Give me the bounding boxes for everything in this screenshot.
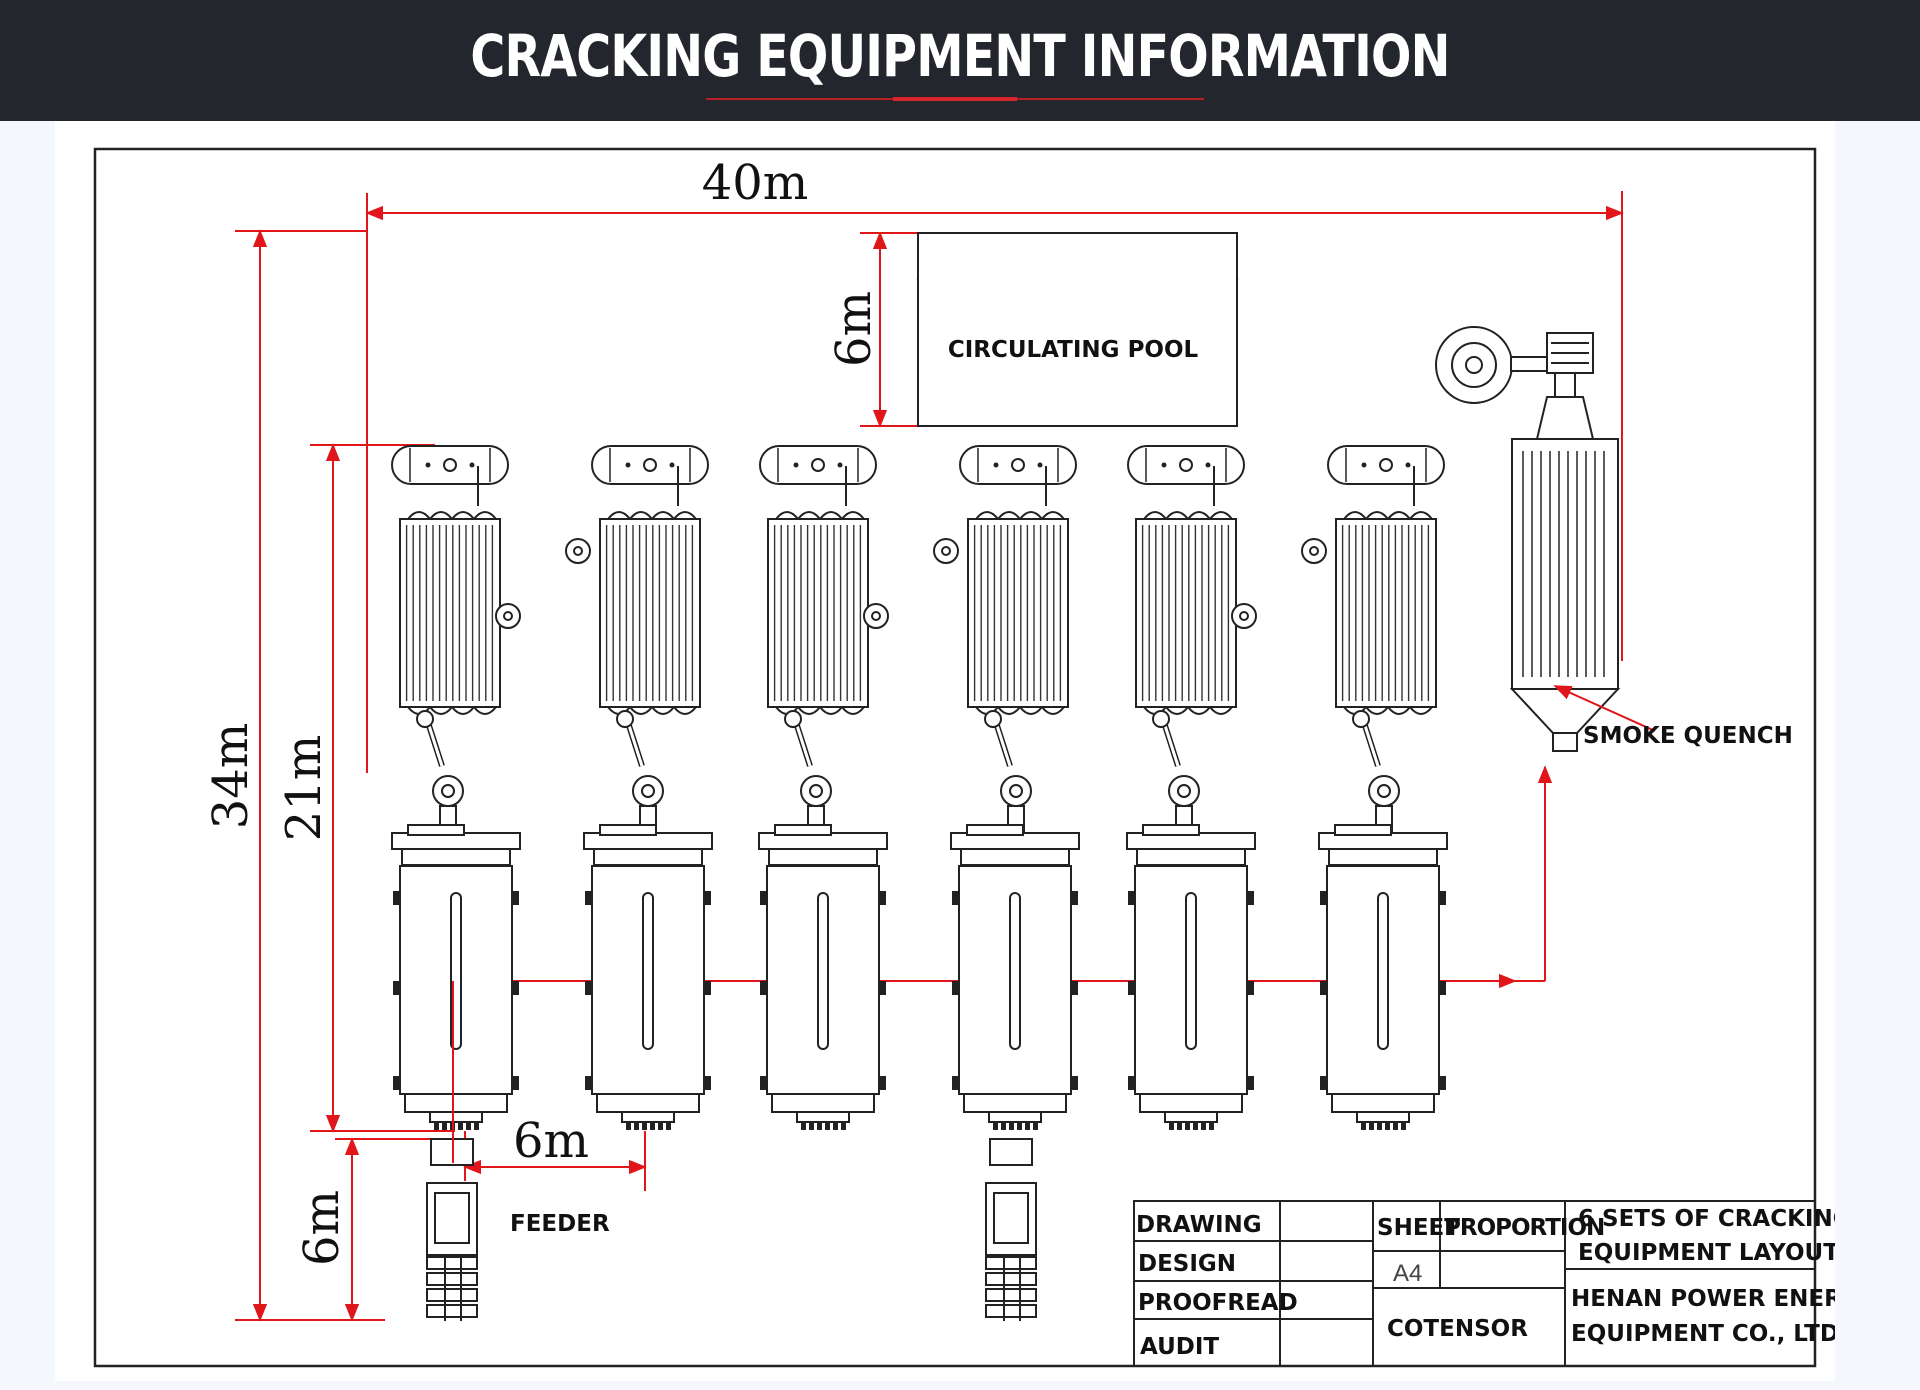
smoke-quench-ribs	[1522, 451, 1605, 677]
smoke-quench	[1435, 326, 1621, 752]
condenser	[565, 511, 701, 715]
connecting-pipe	[1352, 710, 1400, 835]
cracking-set	[1126, 445, 1257, 1130]
cracking-reactor	[393, 865, 519, 1130]
dim-pool-depth-label: 6m	[826, 291, 882, 367]
condenser	[767, 511, 889, 715]
reactor-head	[1318, 824, 1448, 866]
gas-tank	[1127, 445, 1245, 506]
smoke-quench-callout: SMOKE QUENCH	[1553, 685, 1793, 749]
tb-proofread: PROOFREAD	[1138, 1290, 1298, 1316]
layout-drawing: 40m 10m 6m 34m 21m 6m 6m CIRCU	[93, 147, 1877, 1368]
dim-feeder-spacing: 6m	[463, 1113, 647, 1191]
connecting-pipe	[984, 710, 1032, 835]
condenser-port	[863, 603, 889, 629]
dim-overall-depth: 34m	[203, 229, 385, 1322]
tb-drawing: DRAWING	[1136, 1212, 1262, 1238]
condenser	[1301, 511, 1437, 715]
gas-tank	[391, 445, 509, 506]
reactor-head	[758, 824, 888, 866]
gas-tank	[1327, 445, 1445, 506]
cracking-reactor	[1128, 865, 1254, 1130]
tb-company-line2: EQUIPMENT CO., LTD	[1571, 1321, 1835, 1347]
cracking-set	[391, 445, 521, 1130]
gas-tank	[759, 445, 877, 506]
cracking-set	[1301, 445, 1448, 1130]
cracking-reactor	[760, 865, 886, 1130]
page-title: CRACKING EQUIPMENT INFORMATION	[470, 22, 1450, 90]
cracking-units	[391, 445, 1448, 1321]
dim-row-depth-label: 21m	[276, 735, 332, 842]
tb-layout-line2: EQUIPMENT LAYOUT	[1578, 1240, 1835, 1266]
gas-tank	[959, 445, 1077, 506]
smoke-quench-label: SMOKE QUENCH	[1583, 723, 1793, 749]
condenser-port	[565, 538, 591, 564]
connecting-pipe	[784, 710, 832, 835]
condenser	[399, 511, 521, 715]
cracking-set	[565, 445, 713, 1130]
drawing-border	[93, 147, 1817, 1368]
tb-design: DESIGN	[1138, 1251, 1236, 1277]
condenser	[933, 511, 1069, 715]
condenser-port	[933, 538, 959, 564]
connecting-pipe	[1152, 710, 1200, 835]
gas-tank	[591, 445, 709, 506]
condenser	[1135, 511, 1257, 715]
feeder-label: FEEDER	[510, 1211, 610, 1237]
tb-audit: AUDIT	[1140, 1334, 1219, 1360]
condenser-port	[1231, 603, 1257, 629]
dim-feeder-depth-label: 6m	[294, 1190, 350, 1266]
cracking-reactor	[585, 865, 711, 1130]
tb-sheet-size: A4	[1393, 1260, 1422, 1287]
dim-overall-depth-label: 34m	[203, 723, 259, 830]
tb-cotensor: COTENSOR	[1387, 1316, 1528, 1342]
tb-company-line1: HENAN POWER ENERGY	[1571, 1286, 1835, 1312]
dim-pool-depth: 6m	[826, 231, 935, 428]
header-bar: CRACKING EQUIPMENT INFORMATION	[0, 0, 1920, 121]
dim-overall-width: 40m	[365, 155, 1624, 773]
tb-layout-line1: 6 SETS OF CRACKING	[1578, 1206, 1835, 1232]
dim-overall-width-label: 40m	[702, 155, 809, 211]
title-block-text: DRAWING DESIGN PROOFREAD AUDIT SHEET PRO…	[1136, 1206, 1877, 1360]
reactor-head	[950, 824, 1080, 866]
circulating-pool: CIRCULATING POOL	[917, 232, 1238, 427]
reactor-head	[391, 824, 521, 866]
reactor-head	[583, 824, 713, 866]
cracking-reactor	[952, 865, 1078, 1130]
feeder	[426, 1138, 478, 1321]
connecting-pipe	[416, 710, 464, 835]
cracking-reactor	[1320, 865, 1446, 1130]
cracking-set	[933, 445, 1080, 1130]
dim-feeder-depth: 6m	[294, 1137, 455, 1322]
condenser-port	[495, 603, 521, 629]
connecting-pipe	[616, 710, 664, 835]
dim-row-depth: 21m	[276, 443, 455, 1133]
cracking-set	[758, 445, 889, 1130]
tb-proportion: PROPORTION	[1444, 1215, 1604, 1241]
title-block	[1133, 1200, 1816, 1367]
reactor-head	[1126, 824, 1256, 866]
title-underline-accent	[893, 97, 1017, 101]
feeder	[985, 1138, 1037, 1321]
drawing-sheet: 40m 10m 6m 34m 21m 6m 6m CIRCU	[55, 121, 1877, 1381]
condenser-port	[1301, 538, 1327, 564]
circulating-pool-label: CIRCULATING POOL	[948, 337, 1199, 363]
dim-feeder-spacing-label: 6m	[513, 1113, 589, 1169]
tb-sheet: SHEET	[1377, 1215, 1460, 1241]
